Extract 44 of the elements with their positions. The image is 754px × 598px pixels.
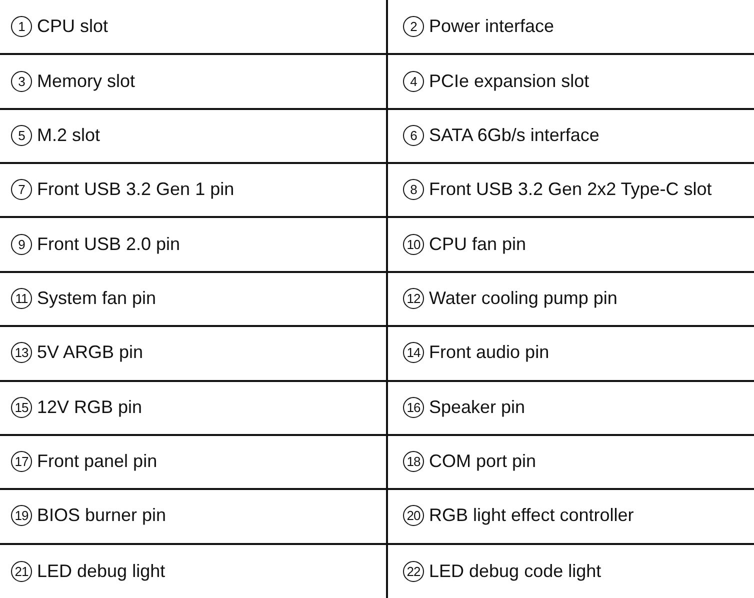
part-label: BIOS burner pin <box>37 505 166 526</box>
part-label: Front panel pin <box>37 451 158 472</box>
callout-number: 6 <box>403 124 424 146</box>
part-label: Front USB 3.2 Gen 2x2 Type-C slot <box>429 179 712 200</box>
part-label: COM port pin <box>429 451 536 472</box>
callout-number: 11 <box>11 288 32 309</box>
part-label: Front audio pin <box>429 342 550 364</box>
callout-number: 17 <box>11 451 32 472</box>
callout-number: 14 <box>403 342 424 364</box>
callout-number: 18 <box>403 451 424 472</box>
part-label: Speaker pin <box>429 396 526 418</box>
part-label: SATA 6Gb/s interface <box>429 124 600 146</box>
callout-number: 1 <box>11 16 32 38</box>
part-label: 5V ARGB pin <box>37 342 144 364</box>
callout-number: 21 <box>11 560 32 582</box>
callout-number: 20 <box>403 505 424 526</box>
part-label: 12V RGB pin <box>37 396 142 418</box>
part-label: M.2 slot <box>37 124 100 146</box>
callout-number: 7 <box>11 179 32 200</box>
callout-number: 19 <box>11 505 32 526</box>
callout-number: 8 <box>403 179 424 200</box>
part-label: Front USB 3.2 Gen 1 pin <box>37 179 234 200</box>
part-label: LED debug code light <box>429 560 602 582</box>
part-label: CPU slot <box>37 16 108 38</box>
part-label: System fan pin <box>37 288 156 309</box>
part-label: CPU fan pin <box>429 234 526 255</box>
part-label: Memory slot <box>37 70 136 92</box>
callout-number: 12 <box>403 288 424 309</box>
callout-number: 10 <box>403 234 424 255</box>
part-label: RGB light effect controller <box>429 505 634 526</box>
callout-number: 15 <box>11 396 32 418</box>
callout-number: 3 <box>11 70 32 92</box>
callout-number: 2 <box>403 16 424 38</box>
part-label: Water cooling pump pin <box>429 288 618 309</box>
part-label: Power interface <box>429 16 554 38</box>
callout-number: 22 <box>403 560 424 582</box>
callout-number: 5 <box>11 124 32 146</box>
part-label: LED debug light <box>37 560 166 582</box>
callout-number: 4 <box>403 70 424 92</box>
callout-number: 13 <box>11 342 32 364</box>
part-label: Front USB 2.0 pin <box>37 234 180 255</box>
callout-number: 16 <box>403 396 424 418</box>
callout-number: 9 <box>11 234 32 255</box>
part-label: PCIe expansion slot <box>429 70 590 92</box>
